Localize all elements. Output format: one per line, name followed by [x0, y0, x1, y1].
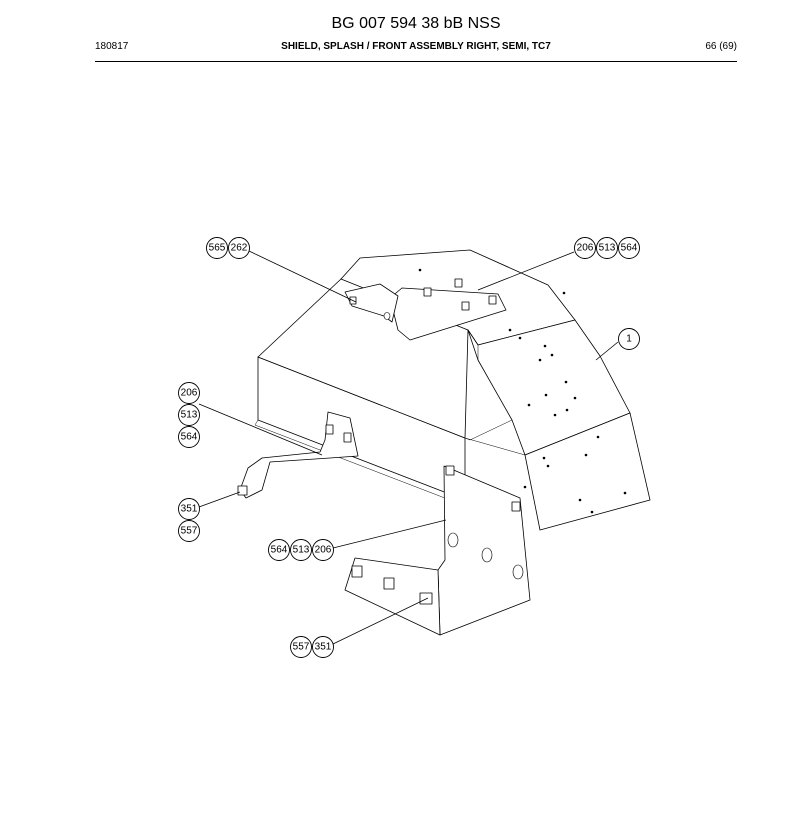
document-title: SHIELD, SPLASH / FRONT ASSEMBLY RIGHT, S… [281, 41, 551, 52]
document-number: BG 007 594 38 bB NSS [331, 15, 501, 32]
document-date: 180817 [95, 41, 129, 52]
callout-564: 564 [271, 545, 288, 556]
left-bracket-part [237, 411, 359, 499]
callout-557: 557 [293, 642, 310, 653]
callout-513: 513 [181, 410, 198, 421]
callout-262: 262 [231, 243, 248, 254]
callout-group-lower-bracket: 564 513 206 [268, 539, 334, 561]
callout-group-main-part: 1 [618, 328, 640, 350]
callout-513: 513 [293, 545, 310, 556]
callout-565: 565 [209, 243, 226, 254]
panel-holes [418, 268, 627, 514]
callout-351: 351 [315, 642, 332, 653]
callout-group-top-right: 206 513 564 [574, 237, 640, 259]
callout-206: 206 [577, 243, 594, 254]
leader-lines [198, 250, 619, 645]
callout-564: 564 [621, 243, 638, 254]
header-divider [95, 61, 737, 62]
callout-group-left-bracket: 206 513 564 [178, 382, 200, 448]
callout-206: 206 [181, 388, 198, 399]
callout-group-bottom-stud: 557 351 [290, 636, 334, 658]
callout-group-top-left: 565 262 [206, 237, 250, 259]
splash-shield-part [254, 249, 651, 531]
callout-1: 1 [626, 334, 632, 345]
callout-557: 557 [181, 526, 198, 537]
callout-351: 351 [181, 504, 198, 515]
callout-group-left-stud: 351 557 [178, 498, 200, 542]
page-number: 66 (69) [705, 41, 737, 52]
lower-bracket-part [344, 465, 531, 636]
callout-564: 564 [181, 432, 198, 443]
callout-206: 206 [315, 545, 332, 556]
callout-513: 513 [599, 243, 616, 254]
